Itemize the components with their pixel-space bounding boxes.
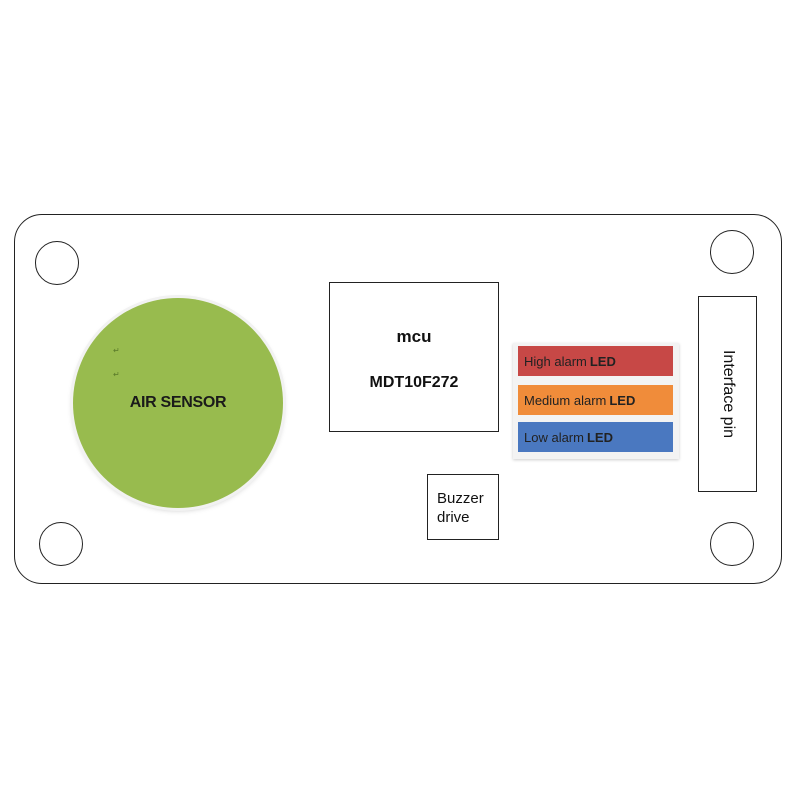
led-suffix: LED [589, 353, 616, 369]
mounting-hole-top-left [35, 241, 79, 285]
led-label: Medium alarm [524, 392, 607, 408]
led-suffix: LED [609, 392, 636, 408]
buzzer-label-line1: Buzzer [437, 490, 484, 507]
led-suffix: LED [586, 429, 613, 445]
air-sensor: ↵ ↵ AIR SENSOR [73, 298, 283, 508]
mcu-title: mcu [396, 327, 432, 346]
high-alarm-led: High alarm LED [518, 346, 673, 376]
alarm-led-group: High alarm LED Medium alarm LED Low alar… [513, 343, 679, 459]
buzzer-label-line2: drive [437, 509, 470, 526]
mcu-block: mcu MDT10F272 [329, 282, 499, 432]
led-label: Low alarm [524, 429, 584, 445]
low-alarm-led: Low alarm LED [518, 422, 673, 452]
sensor-mark: ↵ [113, 346, 120, 355]
mounting-hole-top-right [710, 230, 754, 274]
buzzer-drive-block: Buzzer drive [427, 474, 499, 540]
sensor-mark: ↵ [113, 370, 120, 379]
mounting-hole-bottom-left [39, 522, 83, 566]
interface-pin-block: Interface pin [698, 296, 757, 492]
interface-pin-label: Interface pin [719, 349, 737, 439]
air-sensor-label: AIR SENSOR [129, 394, 227, 411]
led-label: High alarm [524, 353, 587, 369]
medium-alarm-led: Medium alarm LED [518, 385, 673, 415]
mounting-hole-bottom-right [710, 522, 754, 566]
mcu-part-number: MDT10F272 [369, 374, 459, 391]
